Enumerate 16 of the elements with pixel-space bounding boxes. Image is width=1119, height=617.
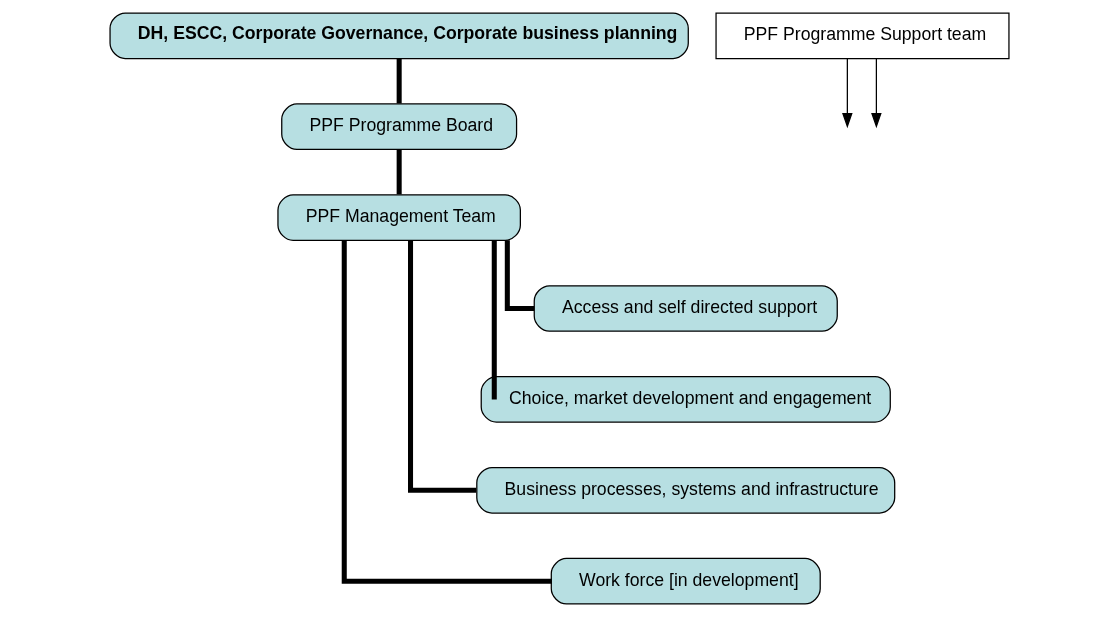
connector <box>396 149 402 195</box>
node-box: Work force [in development] <box>550 557 821 605</box>
node-box: PPF Programme Support team <box>715 12 1010 60</box>
node-box: Choice, market development and engagement <box>480 376 891 423</box>
node-box: Business processes, systems and infrastructure <box>476 466 896 514</box>
connector <box>491 240 497 400</box>
connector <box>341 240 552 584</box>
node-box: PPF Programme Board <box>281 103 518 151</box>
node-box: Access and self directed support <box>533 285 838 332</box>
connector <box>396 58 402 104</box>
connector <box>504 240 535 312</box>
arrow <box>842 58 853 129</box>
arrow <box>871 58 882 129</box>
connector <box>408 240 477 493</box>
node-box: DH, ESCC, Corporate Governance, Corporate business planning <box>109 12 689 60</box>
node-box: PPF Management Team <box>277 194 521 241</box>
